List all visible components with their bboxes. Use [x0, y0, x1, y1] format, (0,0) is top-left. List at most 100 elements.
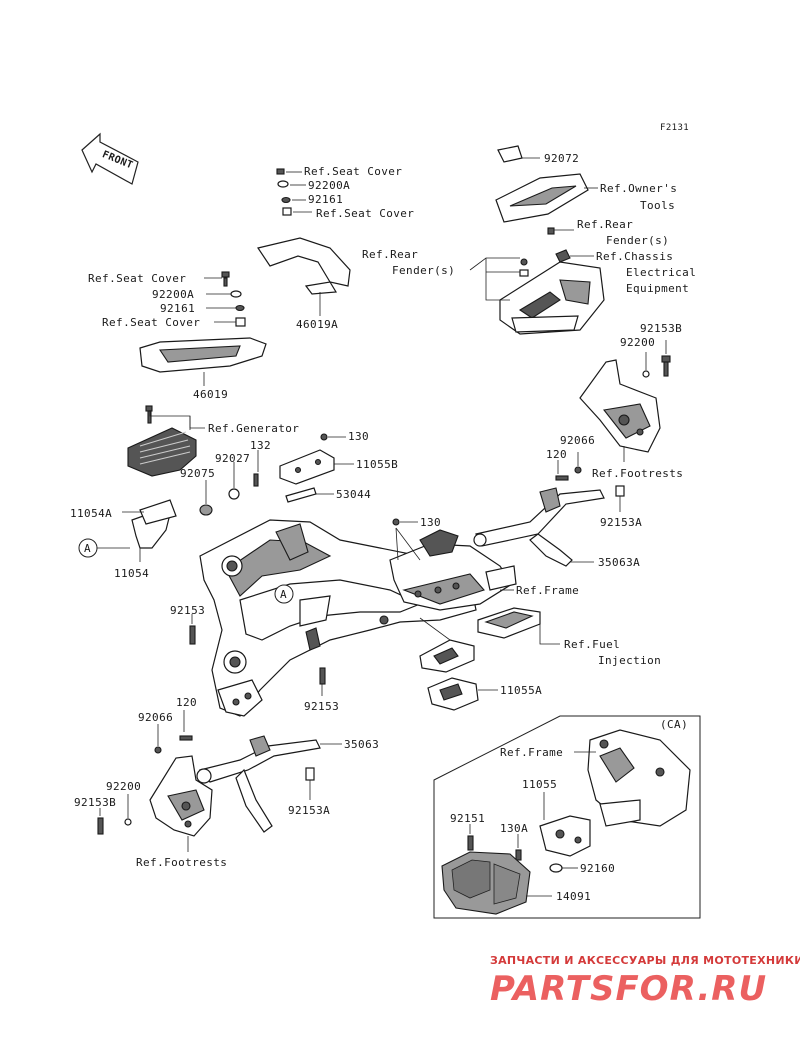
ca-cover-14091 — [441, 851, 531, 915]
label-92200-l: 92200 — [106, 780, 141, 793]
label-132: 132 — [250, 439, 271, 452]
label-92200-r: 92200 — [620, 336, 655, 349]
label-92161-2: 92161 — [160, 302, 195, 315]
label-ca: (CA) — [660, 718, 688, 731]
circle-ref-a-2: A — [280, 588, 287, 601]
label-ref-chassis-2: Electrical — [626, 266, 696, 279]
label-120-l: 120 — [176, 696, 197, 709]
label-ref-seat-cover-4: Ref.Seat Cover — [102, 316, 200, 329]
label-130a: 130A — [500, 822, 528, 835]
label-92075: 92075 — [180, 467, 215, 480]
label-130-a: 130 — [348, 430, 369, 443]
ca-bracket-11055 — [539, 815, 591, 857]
label-ref-rear-fender-l-2: Fender(s) — [392, 264, 455, 277]
label-ref-footrests-r: Ref.Footrests — [592, 467, 683, 480]
watermark-tagline: ЗАПЧАСТИ И АКСЕССУАРЫ ДЛЯ МОТОТЕХНИКИ — [490, 954, 800, 967]
footrest-bracket-right — [579, 359, 661, 453]
bolt-92153-a — [189, 625, 196, 645]
label-11054: 11054 — [114, 567, 149, 580]
label-ref-chassis-1: Ref.Chassis — [596, 250, 673, 263]
ca-collar-92160 — [549, 863, 563, 873]
label-92161-1: 92161 — [308, 193, 343, 206]
label-ref-seat-cover-1: Ref.Seat Cover — [304, 165, 402, 178]
label-11055: 11055 — [522, 778, 557, 791]
footrest-bracket-left — [149, 755, 213, 837]
label-35063: 35063 — [344, 738, 379, 751]
label-92153b-r: 92153B — [640, 322, 682, 335]
ca-bolt-130a — [515, 849, 522, 861]
bolt-120-left — [179, 735, 193, 741]
label-ref-owners-tools-2: Tools — [640, 199, 675, 212]
label-14091: 14091 — [556, 890, 591, 903]
label-92160: 92160 — [580, 862, 615, 875]
label-ref-seat-cover-2: Ref.Seat Cover — [316, 207, 414, 220]
label-46019: 46019 — [193, 388, 228, 401]
figure-code: F2131 — [660, 123, 689, 133]
nut-92066-right — [574, 466, 582, 474]
label-11054a: 11054A — [70, 507, 112, 520]
label-ref-rear-fender-r-2: Fender(s) — [606, 234, 669, 247]
label-92153b-l: 92153B — [74, 796, 116, 809]
label-ref-generator: Ref.Generator — [208, 422, 299, 435]
front-arrow-icon: FRONT — [81, 132, 139, 185]
label-92072: 92072 — [544, 152, 579, 165]
bolt-92153a-left — [305, 767, 315, 781]
bracket-11055a — [427, 677, 479, 711]
bolt-92153b-right — [642, 355, 671, 378]
label-120-r: 120 — [546, 448, 567, 461]
label-92066-l: 92066 — [138, 711, 173, 724]
pipe-53044 — [285, 487, 317, 503]
label-ref-frame-2: Ref.Frame — [500, 746, 563, 759]
label-46019a: 46019A — [296, 318, 338, 331]
electrical-tray — [499, 227, 605, 335]
label-92151: 92151 — [450, 812, 485, 825]
label-ref-fuel-2: Injection — [598, 654, 661, 667]
label-11055a: 11055A — [500, 684, 542, 697]
bolt-seat-cover-upper — [276, 168, 292, 216]
label-92200a-1: 92200A — [308, 179, 350, 192]
bolt-132 — [253, 473, 259, 487]
bolt-92153b-left — [97, 817, 132, 835]
bracket-11055b — [279, 449, 335, 485]
label-92027: 92027 — [215, 452, 250, 465]
label-53044: 53044 — [336, 488, 371, 501]
label-92153a-r: 92153A — [600, 516, 642, 529]
label-ref-footrests-l: Ref.Footrests — [136, 856, 227, 869]
label-11055b: 11055B — [356, 458, 398, 471]
bracket-11054 — [131, 499, 177, 549]
fuel-injection-box — [477, 607, 541, 639]
label-ref-rear-fender-r-1: Ref.Rear — [577, 218, 633, 231]
label-35063a: 35063A — [598, 556, 640, 569]
ca-bolt-92151 — [467, 835, 474, 851]
ca-frame-section — [587, 729, 691, 827]
bolt-92153a-right — [615, 485, 625, 497]
bolt-130-b — [392, 518, 400, 526]
label-ref-seat-cover-3: Ref.Seat Cover — [88, 272, 186, 285]
seat-cover-rear-46019a — [257, 237, 351, 295]
seat-cover-front-46019 — [139, 337, 267, 373]
bolt-seat-cover-lower — [221, 271, 246, 327]
footrest-bar-35063a — [473, 487, 605, 567]
footrest-bar-35063 — [196, 735, 321, 833]
label-ref-owners-tools-1: Ref.Owner's — [600, 182, 677, 195]
bolt-120-right — [555, 475, 569, 481]
label-ref-fuel-1: Ref.Fuel — [564, 638, 620, 651]
bolt-92153-b — [319, 667, 326, 685]
label-ref-chassis-3: Equipment — [626, 282, 689, 295]
circle-ref-a-1: A — [84, 542, 91, 555]
nut-92066-left — [154, 746, 162, 754]
bolt-130-a — [320, 433, 328, 441]
label-130-b: 130 — [420, 516, 441, 529]
bracket-fuel-upper — [419, 639, 475, 673]
watermark-brand: PARTSFOR.RU — [490, 969, 767, 1009]
label-92066-r: 92066 — [560, 434, 595, 447]
label-92153-b: 92153 — [304, 700, 339, 713]
label-ref-frame-1: Ref.Frame — [516, 584, 579, 597]
label-ref-rear-fender-l-1: Ref.Rear — [362, 248, 418, 261]
collar-92027 — [228, 488, 240, 500]
rear-subframe — [389, 529, 517, 611]
label-92153a-l: 92153A — [288, 804, 330, 817]
label-92153-a: 92153 — [170, 604, 205, 617]
ca-inset-box — [433, 715, 701, 919]
